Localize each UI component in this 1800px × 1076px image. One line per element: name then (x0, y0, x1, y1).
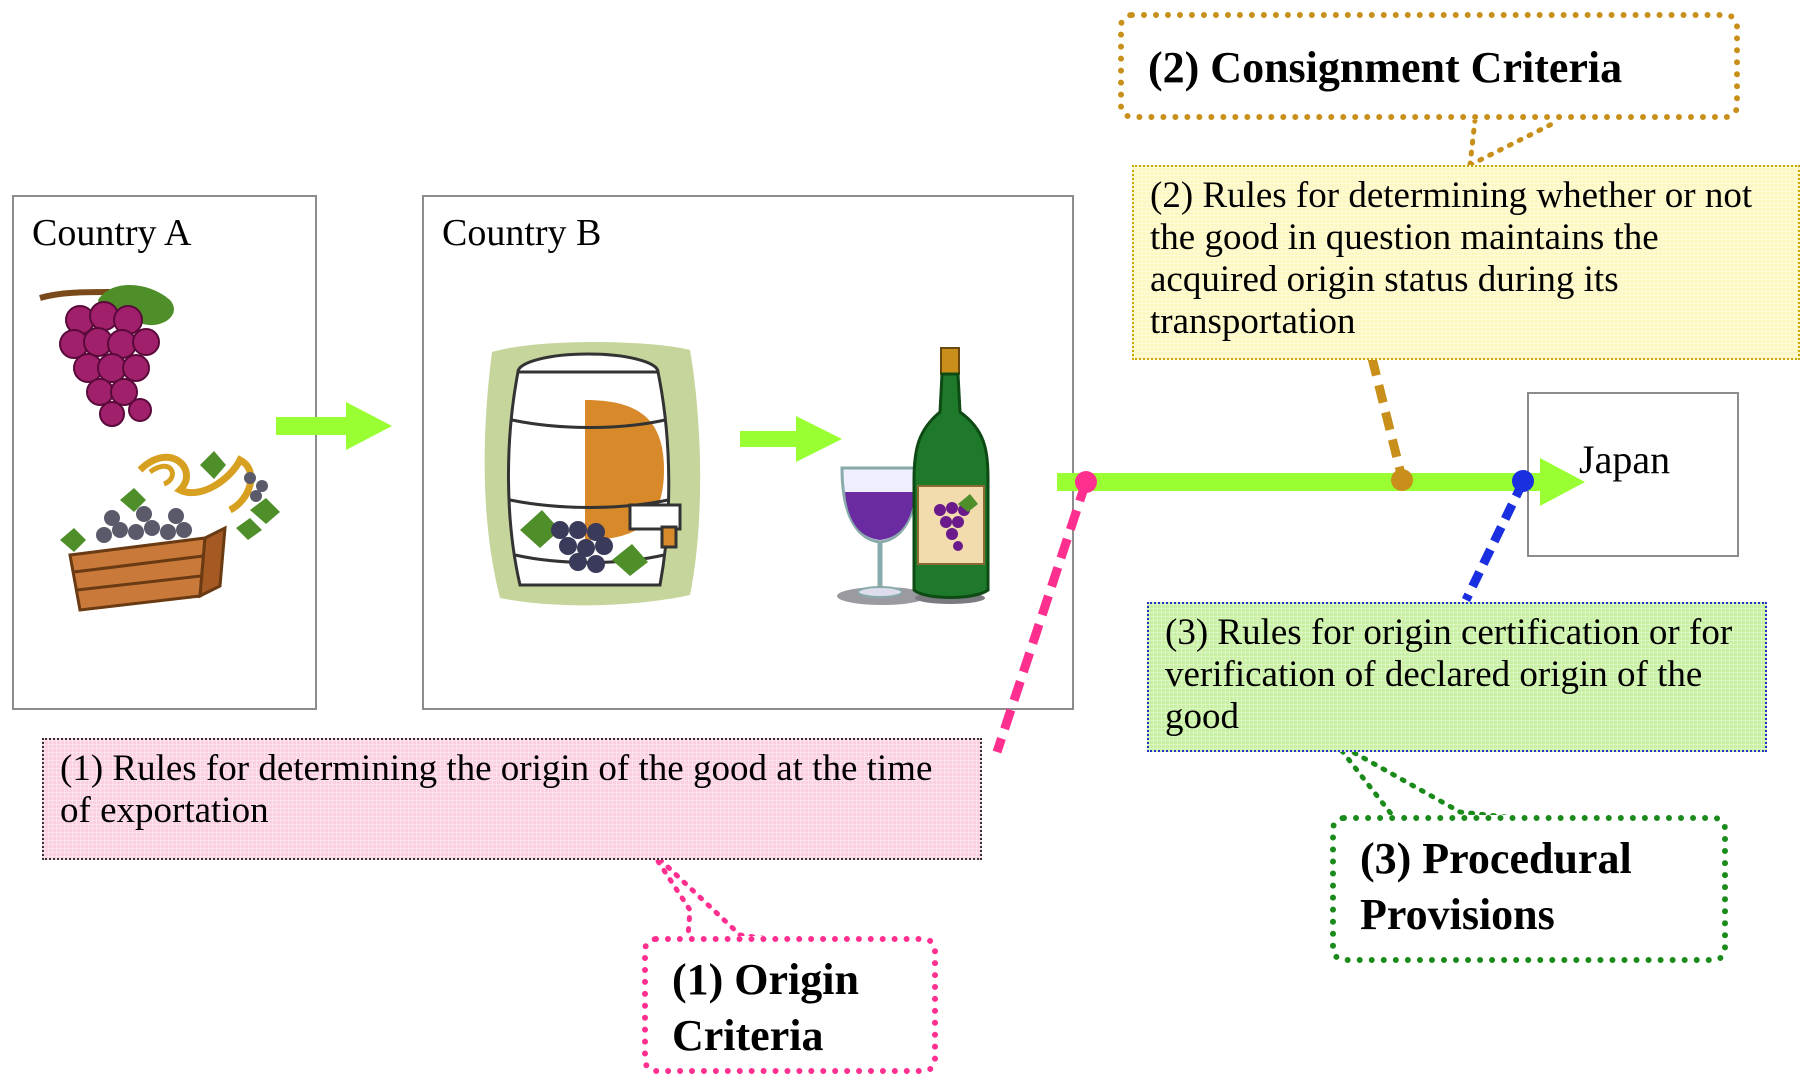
origin-rule-box: (1) Rules for determining the origin of … (42, 738, 982, 860)
consignment-rule-text: (2) Rules for determining whether or not… (1150, 175, 1753, 342)
country-a-label: Country A (32, 212, 192, 254)
consignment-callout-label: (2) Consignment Criteria (1148, 43, 1623, 92)
procedural-callout: (3) Procedural Provisions (1330, 815, 1728, 963)
procedural-callout-label: (3) Procedural Provisions (1360, 834, 1632, 939)
grapes-icon (39, 284, 174, 427)
origin-point (1075, 471, 1097, 493)
flow-arrow-barrel-to-bottle (740, 416, 842, 462)
procedural-connector (1461, 480, 1528, 602)
consignment-point (1391, 469, 1413, 491)
flow-arrow-a-to-b (276, 402, 392, 450)
wine-glass-icon (837, 466, 927, 605)
consignment-rule-box: (2) Rules for determining whether or not… (1132, 165, 1800, 360)
procedural-rule-text: (3) Rules for origin certification or fo… (1165, 612, 1733, 737)
japan-box: Japan (1527, 392, 1739, 557)
consignment-callout-pointer (1467, 117, 1559, 168)
consignment-connector (1367, 356, 1407, 480)
procedural-callout-pointer (1332, 739, 1518, 821)
grape-crate-icon (60, 451, 280, 612)
origin-callout: (1) Origin Criteria (642, 936, 938, 1074)
origin-callout-label: (1) Origin Criteria (672, 955, 859, 1060)
origin-callout-pointer (649, 849, 815, 948)
consignment-callout: (2) Consignment Criteria (1118, 12, 1740, 120)
japan-label: Japan (1579, 437, 1671, 482)
country-a-box: Country A (12, 195, 317, 710)
shipment-arrow-to-japan (1057, 458, 1585, 506)
wine-barrel-icon (484, 342, 701, 606)
country-b-label: Country B (442, 212, 602, 254)
procedural-rule-box: (3) Rules for origin certification or fo… (1147, 602, 1767, 752)
procedural-point (1512, 470, 1534, 492)
origin-rule-text: (1) Rules for determining the origin of … (60, 748, 933, 831)
origin-connector (992, 480, 1091, 754)
wine-bottle-icon (912, 347, 990, 604)
